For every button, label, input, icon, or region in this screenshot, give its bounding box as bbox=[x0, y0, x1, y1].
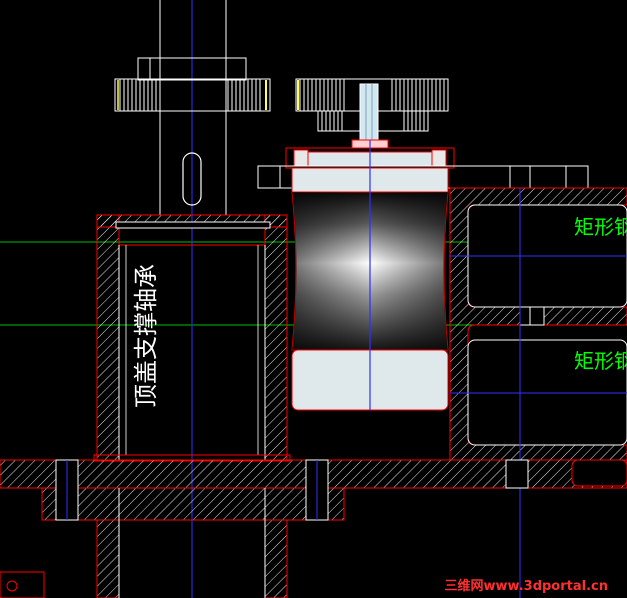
base-plate bbox=[0, 459, 627, 598]
left-pulley-gear bbox=[114, 57, 271, 112]
rectangular-steel-frame bbox=[449, 187, 627, 598]
roller-drum bbox=[291, 140, 449, 411]
shaft-support-label: 顶盖支撑轴承 bbox=[132, 264, 160, 408]
rect-steel-label-upper: 矩形钢 bbox=[574, 215, 627, 239]
support-housing bbox=[93, 214, 291, 462]
right-pulley-gear bbox=[295, 78, 449, 149]
watermark-text: 三维网www.3dportal.cn bbox=[445, 578, 608, 594]
rect-steel-label-lower: 矩形钢 bbox=[574, 349, 627, 373]
